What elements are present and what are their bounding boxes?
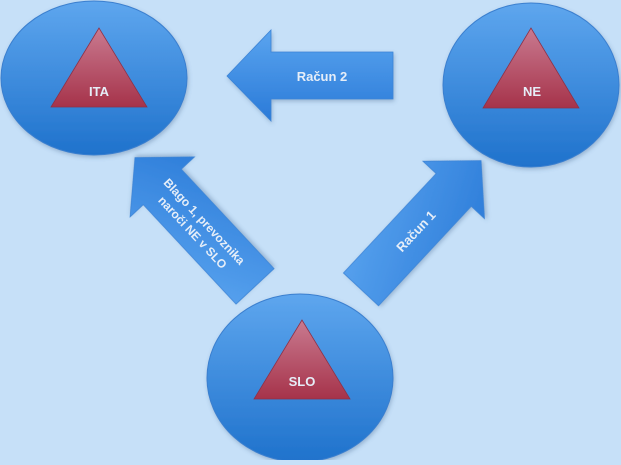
arrow-blago-1: Blago 1, prevoznika naroči NE v SLO [129, 156, 275, 305]
arrow-diagonal-shape [342, 160, 485, 307]
node-ne: NE [442, 2, 620, 168]
arrow-left-shape [226, 29, 394, 122]
arrow-diagonal-shape [129, 156, 275, 305]
triangle-icon [50, 27, 148, 108]
node-ita: ITA [0, 0, 188, 156]
arrow-racun-1: Račun 1 [342, 160, 485, 307]
arrow-racun-2-label: Račun 2 [297, 69, 348, 84]
node-ita-label: ITA [89, 84, 110, 99]
node-slo-label: SLO [289, 374, 316, 389]
triangle-icon [253, 319, 351, 400]
node-slo: SLO [206, 293, 394, 463]
node-ne-label: NE [523, 84, 541, 99]
arrow-racun-2: Račun 2 [226, 29, 394, 122]
triangle-icon [482, 27, 580, 109]
